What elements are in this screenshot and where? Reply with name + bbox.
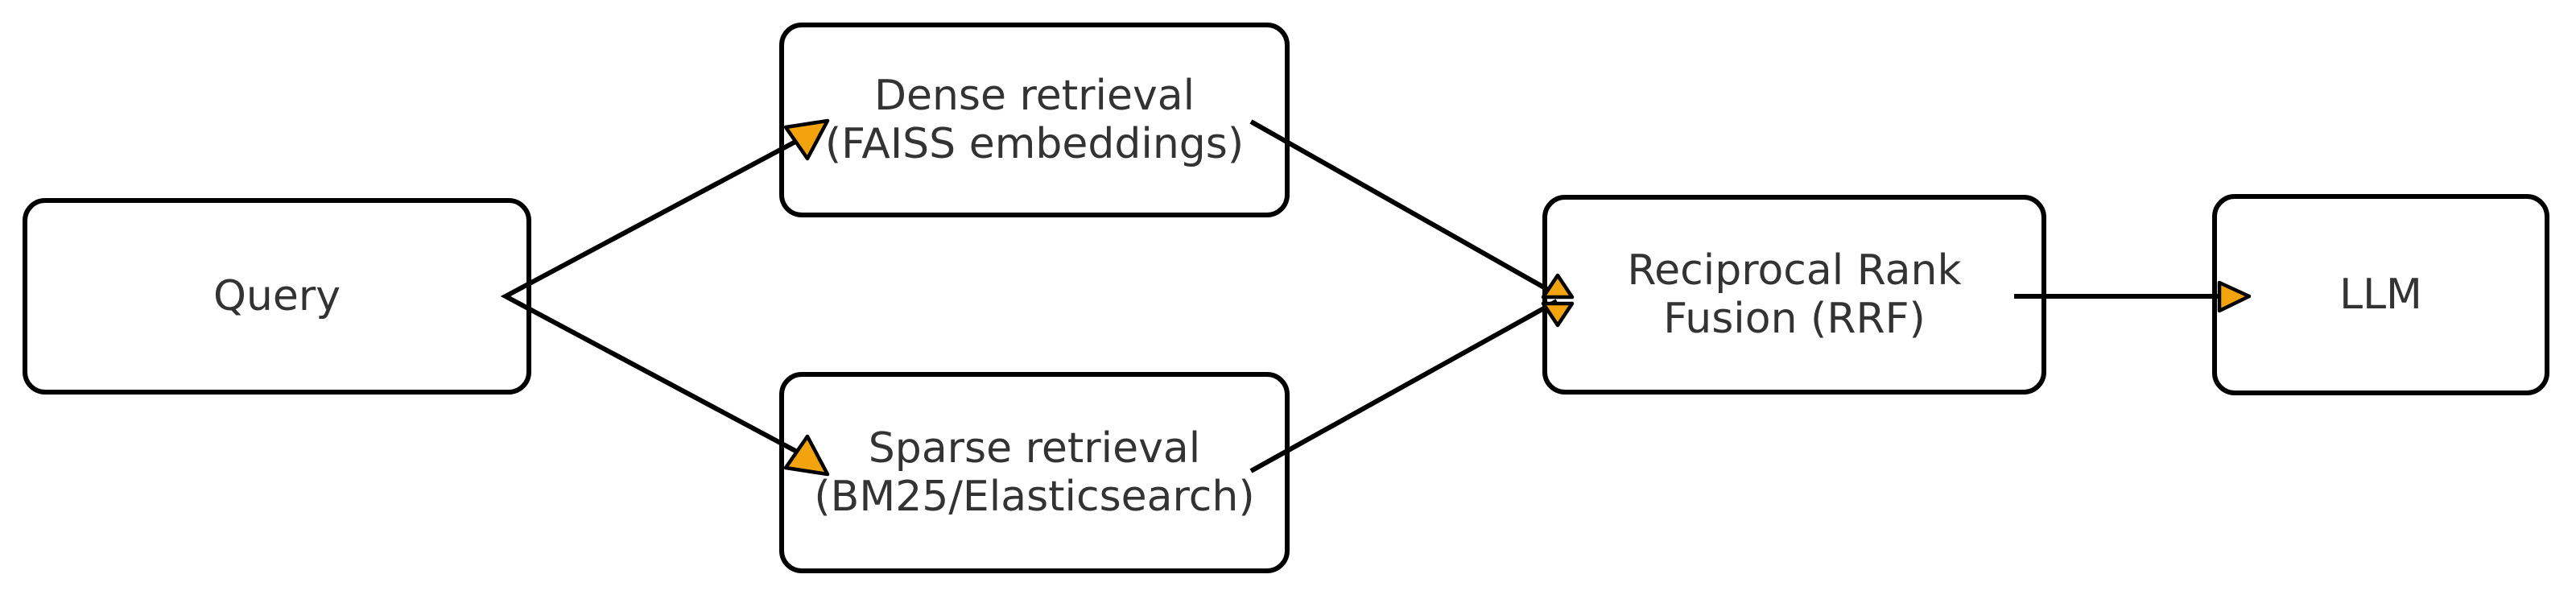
edge-sparse-to-rrf	[1249, 299, 1558, 473]
node-llm: LLM	[2212, 194, 2549, 395]
node-query-label: Query	[213, 272, 341, 320]
node-dense-retrieval-label: Dense retrieval (FAISS embeddings)	[824, 72, 1245, 168]
node-sparse-retrieval: Sparse retrieval (BM25/Elasticsearch)	[779, 372, 1290, 573]
edge-query-to-dense-and-sparse	[500, 138, 799, 454]
node-reciprocal-rank-fusion-label: Reciprocal Rank Fusion (RRF)	[1627, 246, 1962, 343]
node-dense-retrieval: Dense retrieval (FAISS embeddings)	[779, 23, 1290, 217]
edge-dense-to-rrf	[1249, 119, 1558, 297]
node-sparse-retrieval-label: Sparse retrieval (BM25/Elasticsearch)	[814, 424, 1255, 521]
node-query: Query	[23, 198, 531, 395]
node-reciprocal-rank-fusion: Reciprocal Rank Fusion (RRF)	[1542, 195, 2046, 395]
node-llm-label: LLM	[2339, 271, 2422, 319]
